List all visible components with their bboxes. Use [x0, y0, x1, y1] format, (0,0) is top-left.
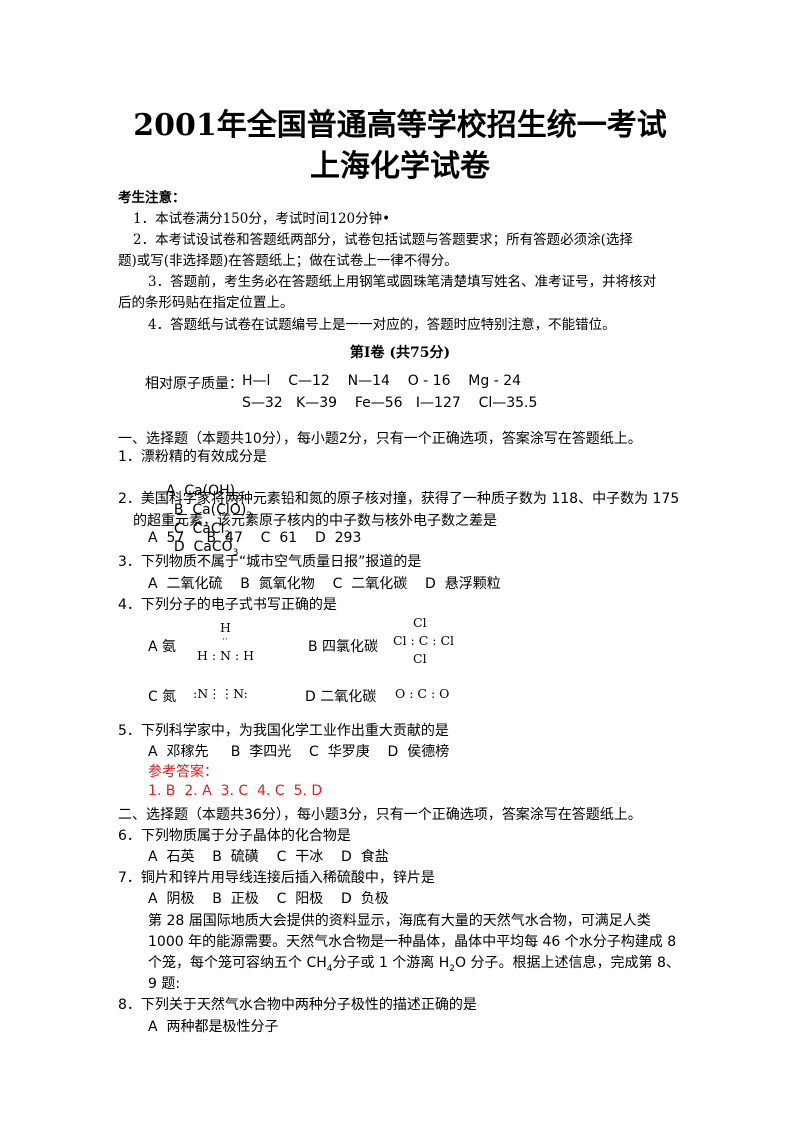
q4-option-a-label: A 氨: [148, 639, 177, 655]
q1-option-c: C CaCl: [173, 520, 225, 537]
question-2-options: A 57 B 47 C 61 D 293: [148, 530, 362, 546]
notice-item-3a: 3．答题前，考生务必在答题纸上用钢笔或圆珠笔清楚填写姓名、准考证号，并将核对: [148, 274, 657, 290]
answer-label: 参考答案：: [148, 764, 218, 780]
question-2-stem-a: 2．美国科学家将两种元素铅和氮的原子核对撞，获得了一种质子数为 118、中子数为…: [118, 491, 680, 507]
q1-option-b: B Ca(ClO): [173, 501, 247, 518]
passage-line-3: 个笼，每个笼可容纳五个 CH4分子或 1 个游离 H2O 分子。根据上述信息，完…: [148, 955, 680, 974]
notice-item-1: 1．本试卷满分150分，考试时间120分钟•: [133, 211, 391, 227]
passage-line-2: 1000 年的能源需要。天然气水合物是一种晶体，晶体中平均每 46 个水分子构建…: [148, 934, 677, 950]
question-6-stem: 6．下列物质属于分子晶体的化合物是: [118, 828, 351, 844]
notice-item-4: 4．答题纸与试卷在试题编号上是一一对应的，答题时应特别注意，不能错位。: [148, 317, 616, 333]
answer-key: 1. B 2. A 3. C 4. C 5. D: [148, 783, 323, 799]
question-1-options: A Ca(OH)2 B Ca(ClO)2 C CaCl2 D CaCO3: [165, 483, 253, 559]
question-4-stem: 4．下列分子的电子式书写正确的是: [118, 597, 337, 613]
section-2-heading: 二、选择题（本题共36分），每小题3分，只有一个正确选项，答案涂写在答题纸上。: [118, 807, 642, 823]
atomic-mass-line-1: H—l C—12 N—14 O - 16 Mg - 24: [242, 373, 522, 389]
co2-electron-formula: O : C : O: [395, 686, 450, 701]
n2-electron-formula: :N⋮⋮N:: [193, 686, 248, 701]
q1-option-a: A Ca(OH): [165, 483, 236, 499]
question-8-stem: 8．下列关于天然气水合物中两种分子极性的描述正确的是: [118, 997, 477, 1013]
q4-option-d-label: D 二氧化碳: [305, 689, 377, 705]
question-7-options: A 阴极 B 正极 C 阳极 D 负极: [148, 891, 389, 907]
q4-option-c-label: C 氮: [148, 689, 177, 705]
atomic-mass-line-2: S—32 K—39 Fe—56 I—127 Cl—35.5: [242, 395, 538, 411]
notice-item-3b: 后的条形码贴在指定位置上。: [118, 295, 294, 311]
volume-heading: 第Ⅰ卷 (共75分): [349, 345, 451, 361]
section-1-heading: 一、选择题（本题共10分），每小题2分，只有一个正确选项，答案涂写在答题纸上。: [118, 431, 642, 447]
question-3-options: A 二氧化硫 B 氮氧化物 C 二氧化碳 D 悬浮颗粒: [148, 576, 501, 592]
question-6-options: A 石英 B 硫磺 C 干冰 D 食盐: [148, 849, 389, 865]
passage-line-1: 第 28 届国际地质大会提供的资料显示，海底有大量的天然气水合物，可满足人类: [148, 913, 651, 929]
notice-heading: 考生注意：: [118, 190, 186, 206]
page-title: 2001年全国普通高等学校招生统一考试: [133, 108, 667, 143]
question-7-stem: 7．铜片和锌片用导线连接后插入稀硫酸中，锌片是: [118, 870, 435, 886]
notice-item-2a: 2．本考试设试卷和答题纸两部分，试卷包括试题与答题要求；所有答题必须涂(选择: [133, 232, 633, 248]
q4-option-b-label: B 四氯化碳: [308, 639, 379, 655]
ccl4-top-cl: Cl: [413, 615, 427, 630]
ammonia-top-h: H: [220, 620, 231, 635]
atomic-mass-label: 相对原子质量：: [145, 376, 243, 392]
ccl4-bottom-cl: Cl: [413, 651, 427, 666]
question-5-options: A 邓稼先 B 李四光 C 华罗庚 D 侯德榜: [148, 744, 450, 760]
question-3-stem: 3．下列物质不属于“城市空气质量日报”报道的是: [118, 554, 422, 570]
question-5-stem: 5．下列科学家中，为我国化学工业作出重大贡献的是: [118, 723, 449, 739]
ammonia-lone-dots: ··: [222, 635, 228, 645]
notice-item-2b: 题)或写(非选择题)在答题纸上；做在试卷上一律不得分。: [118, 253, 458, 269]
page-subtitle: 上海化学试卷: [310, 149, 490, 184]
q1-option-d: D CaCO: [173, 539, 233, 556]
question-8-option-a: A 两种都是极性分子: [148, 1019, 279, 1035]
ammonia-electron-formula: H : N : H: [197, 648, 255, 663]
ccl4-electron-formula: Cl : C : Cl: [393, 633, 455, 648]
question-1-stem: 1．漂粉精的有效成分是: [118, 449, 267, 465]
passage-line-4: 9 题:: [148, 976, 181, 992]
question-2-stem-b: 的超重元素，该元素原子核内的中子数与核外电子数之差是: [133, 513, 497, 529]
